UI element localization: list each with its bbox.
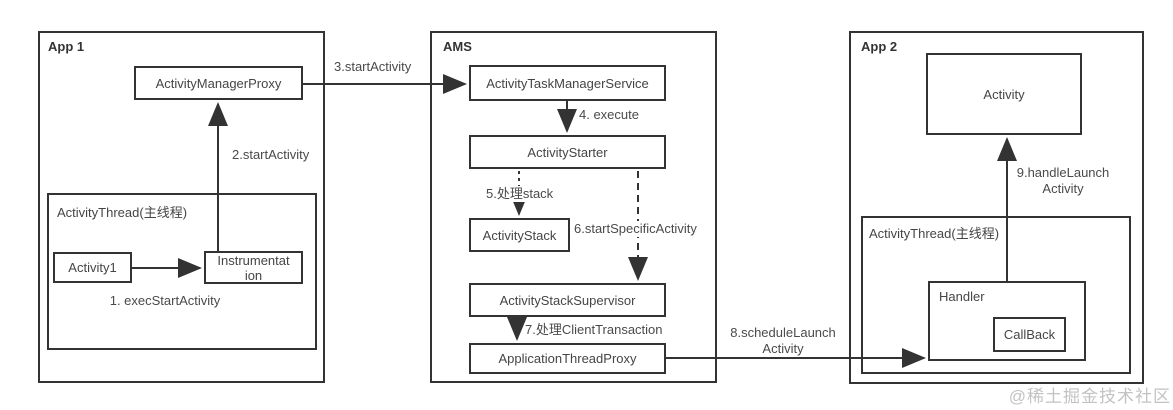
activity-thread-1-box: ActivityThread(主线程) bbox=[47, 193, 317, 350]
activity-stack-box: ActivityStack bbox=[469, 218, 570, 252]
edge-label-9: 9.handleLaunch Activity bbox=[1016, 165, 1110, 196]
activity-starter-box: ActivityStarter bbox=[469, 135, 666, 169]
edge-label-3: 3.startActivity bbox=[334, 59, 412, 74]
app2-title: App 2 bbox=[861, 39, 898, 54]
ams-title: AMS bbox=[443, 39, 472, 54]
edge-label-4: 4. execute bbox=[579, 107, 639, 122]
activity1-box: Activity1 bbox=[53, 252, 132, 283]
activity-thread-2-box: ActivityThread(主线程) bbox=[861, 216, 1131, 374]
app2-frame: App 2 bbox=[849, 31, 1144, 384]
watermark-text: @稀土掘金技术社区 bbox=[1008, 387, 1171, 406]
instrumentation-box: Instrumentation bbox=[204, 251, 303, 284]
edge-label-8: 8.scheduleLaunch Activity bbox=[730, 325, 836, 356]
callback-box: CallBack bbox=[993, 317, 1066, 352]
activity-manager-proxy-box: ActivityManagerProxy bbox=[134, 66, 303, 100]
edge-label-2: 2.startActivity bbox=[232, 147, 310, 162]
edge-label-7: 7.处理ClientTransaction bbox=[525, 322, 663, 337]
activity-task-manager-service-box: ActivityTaskManagerService bbox=[469, 65, 666, 101]
edge-label-6: 6.startSpecificActivity bbox=[572, 221, 699, 237]
activity-thread-2-label: ActivityThread(主线程) bbox=[869, 226, 1000, 241]
activity-thread-1-label: ActivityThread(主线程) bbox=[57, 205, 188, 220]
app1-title: App 1 bbox=[48, 39, 85, 54]
ams-frame: AMS bbox=[430, 31, 717, 383]
activity-box: Activity bbox=[926, 53, 1082, 135]
activity-stack-supervisor-box: ActivityStackSupervisor bbox=[469, 283, 666, 317]
edge-label-1: 1. execStartActivity bbox=[109, 293, 221, 308]
handler-label: Handler bbox=[939, 289, 985, 304]
edge-label-5: 5.处理stack bbox=[484, 186, 556, 202]
app1-frame: App 1 bbox=[38, 31, 325, 383]
application-thread-proxy-box: ApplicationThreadProxy bbox=[469, 343, 666, 374]
